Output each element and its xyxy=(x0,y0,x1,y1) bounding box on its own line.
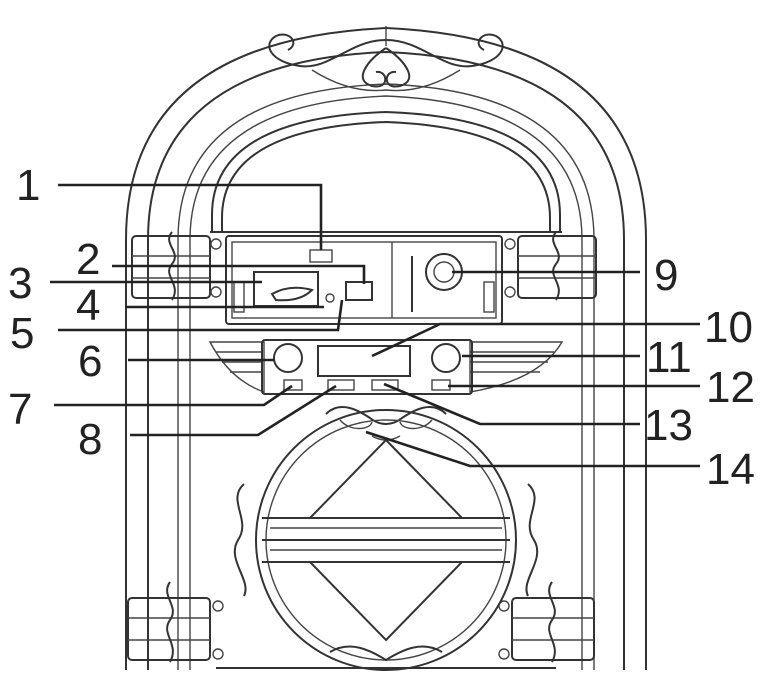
volume-knob xyxy=(273,343,303,373)
usb-port xyxy=(309,249,333,263)
leader-14 xyxy=(365,430,700,468)
upper-right-bracket xyxy=(504,231,597,301)
callout-13: 13 xyxy=(644,401,693,450)
callout-labels: 1 2 3 4 5 6 7 8 9 10 11 12 13 14 xyxy=(8,161,755,494)
callout-2: 2 xyxy=(76,235,100,284)
callout-1: 1 xyxy=(16,161,40,210)
callout-11: 11 xyxy=(646,333,692,382)
aux-jack xyxy=(325,293,335,303)
callout-6: 6 xyxy=(78,337,102,386)
left-scroll xyxy=(233,483,247,597)
speaker-grille xyxy=(216,409,556,671)
callout-12: 12 xyxy=(706,363,755,412)
leader-2 xyxy=(112,264,366,284)
leader-13 xyxy=(383,382,640,426)
leader-1 xyxy=(58,183,323,250)
callout-9: 9 xyxy=(654,251,678,300)
bottom-ornament xyxy=(329,645,443,662)
button-d xyxy=(431,379,451,391)
callout-3: 3 xyxy=(8,259,32,308)
button-c xyxy=(371,379,399,391)
callout-14: 14 xyxy=(706,445,755,494)
card-slot xyxy=(270,286,314,302)
leader-10 xyxy=(371,322,700,358)
button-b xyxy=(327,379,355,391)
callout-10: 10 xyxy=(704,303,753,352)
upper-left-bracket xyxy=(131,231,222,301)
leader-5 xyxy=(58,299,344,332)
center-ornament xyxy=(325,406,447,441)
callout-8: 8 xyxy=(78,415,102,464)
top-ornament xyxy=(268,26,504,92)
button-a xyxy=(283,379,303,391)
leader-7 xyxy=(54,384,293,407)
upper-panel xyxy=(225,235,503,325)
leader-lines xyxy=(50,183,700,468)
callout-4: 4 xyxy=(76,281,100,330)
leader-8 xyxy=(130,384,337,437)
callout-7: 7 xyxy=(8,385,32,434)
display-screen xyxy=(317,345,411,377)
eject-button xyxy=(345,281,373,301)
lower-left-bracket xyxy=(127,581,224,663)
tuning-knob-right xyxy=(431,343,461,373)
right-scroll xyxy=(525,483,539,597)
lower-panel xyxy=(208,339,564,395)
callout-5: 5 xyxy=(10,309,34,358)
lower-right-bracket xyxy=(498,581,595,663)
